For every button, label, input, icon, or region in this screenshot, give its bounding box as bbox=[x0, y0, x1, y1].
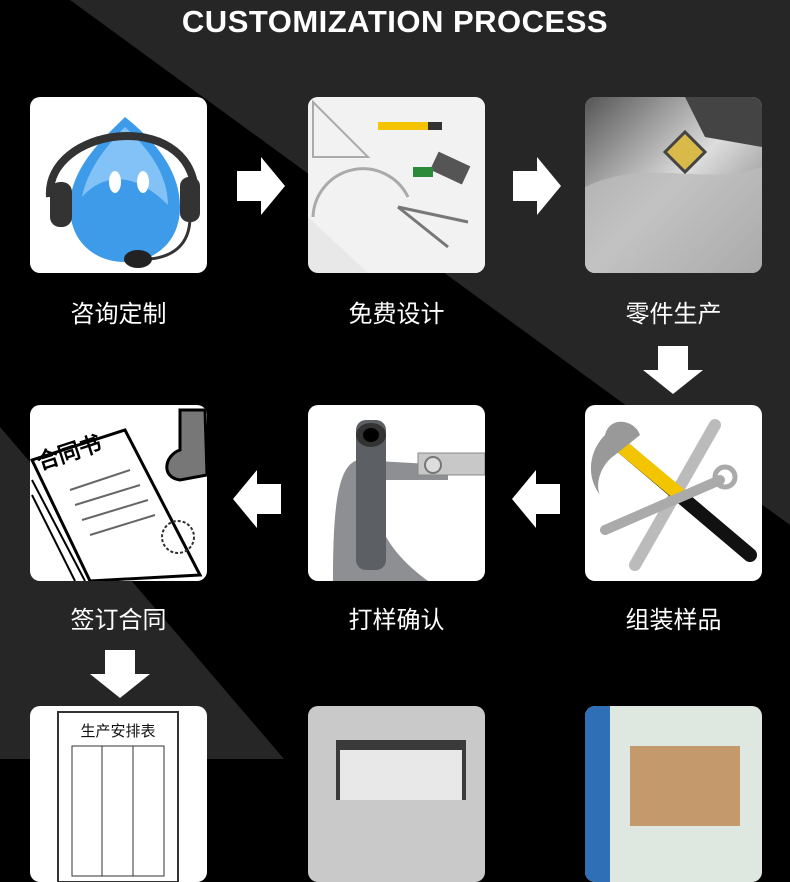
arrow-down-icon bbox=[90, 650, 150, 698]
step-consult-image bbox=[30, 97, 207, 273]
arrow-right-icon bbox=[237, 157, 285, 215]
step-parts-production-image bbox=[585, 97, 762, 273]
step-label-parts-production: 零件生产 bbox=[625, 300, 722, 328]
arrow-left-icon bbox=[512, 470, 560, 528]
arrow-right-icon bbox=[513, 157, 561, 215]
customer-service-headset-icon bbox=[45, 117, 200, 268]
product-label-icon bbox=[336, 740, 466, 800]
step-sign-contract-image: 合同书 bbox=[30, 405, 207, 581]
step-production-schedule-image: 生产安排表 bbox=[30, 706, 207, 882]
step-label-sample-confirm: 打样确认 bbox=[348, 606, 445, 634]
lathe-cutting-icon bbox=[585, 97, 762, 273]
step-label-design: 免费设计 bbox=[348, 300, 445, 328]
step-assemble-sample-image bbox=[585, 405, 762, 581]
schedule-title-text: 生产安排表 bbox=[80, 722, 155, 740]
drafting-tools-icon bbox=[308, 97, 485, 273]
step-label-assemble-sample: 组装样品 bbox=[625, 606, 722, 634]
step-delivery-image bbox=[585, 706, 762, 882]
page-title: CUSTOMIZATION PROCESS bbox=[181, 4, 609, 39]
step-label-sign-contract: 签订合同 bbox=[70, 606, 167, 634]
delivery-package-icon bbox=[585, 706, 740, 882]
step-design-image bbox=[308, 97, 485, 273]
contract-stamp-icon: 合同书 bbox=[30, 408, 207, 581]
arrow-down-icon bbox=[643, 346, 703, 394]
arrow-left-icon bbox=[233, 470, 281, 528]
step-product-label-image bbox=[308, 706, 485, 882]
production-schedule-icon: 生产安排表 bbox=[57, 711, 179, 882]
step-label-consult: 咨询定制 bbox=[70, 300, 167, 328]
step-sample-confirm-image bbox=[308, 405, 485, 581]
micrometer-icon bbox=[333, 420, 485, 581]
tools-hammer-wrench-icon bbox=[590, 419, 757, 571]
